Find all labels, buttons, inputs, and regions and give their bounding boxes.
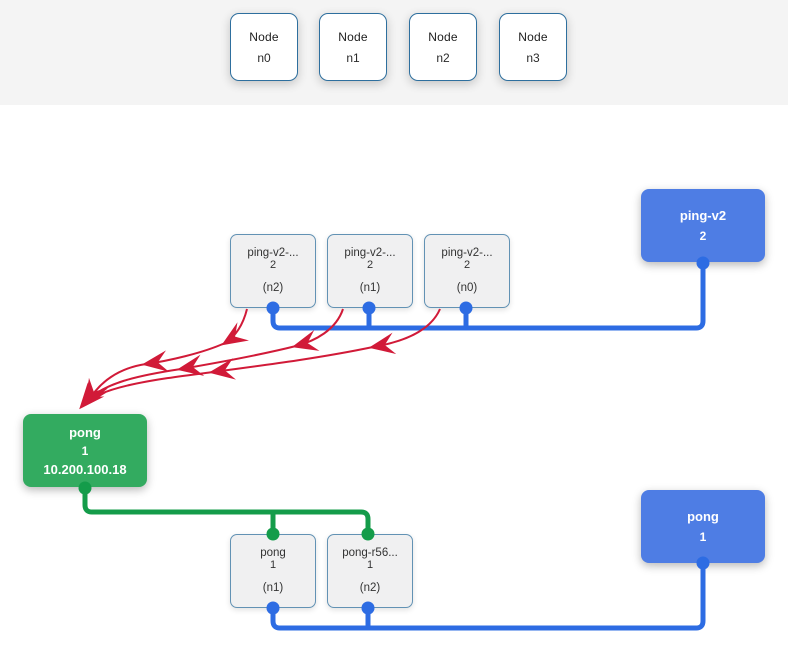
service-count: 1 <box>81 443 89 458</box>
node-type-label: Node <box>338 29 368 44</box>
deployment-name: ping-v2 <box>679 208 727 223</box>
pod-count: 2 <box>269 259 277 271</box>
pod-count: 1 <box>269 559 277 571</box>
node-type-label: Node <box>428 29 458 44</box>
pod-name: pong <box>260 547 286 559</box>
service-name: pong <box>69 424 101 440</box>
node-card-n0[interactable]: Node n0 <box>230 13 298 81</box>
deployment-replicas: 2 <box>699 229 707 243</box>
pong-service-to-pods-line <box>82 485 371 536</box>
ping-to-pong-traffic-arrows <box>79 308 441 410</box>
node-name-label: n3 <box>526 50 540 65</box>
pod-name: pong-r56... <box>342 547 398 559</box>
pod-name: ping-v2-... <box>344 247 396 259</box>
pod-node: (n2) <box>262 282 284 294</box>
deployment-ping-v2[interactable]: ping-v2 2 <box>641 189 765 262</box>
pod-node: (n1) <box>359 282 381 294</box>
deployment-pong[interactable]: pong 1 <box>641 490 765 563</box>
node-bar: Node n0 Node n1 Node n2 Node n3 <box>0 0 788 105</box>
pod-ping-v2-n2[interactable]: ping-v2-... 2 (n2) <box>230 234 316 308</box>
node-card-n1[interactable]: Node n1 <box>319 13 387 81</box>
pod-pong-n1[interactable]: pong 1 (n1) <box>230 534 316 608</box>
green-connector-dots <box>78 481 375 541</box>
node-type-label: Node <box>518 29 548 44</box>
pod-name: ping-v2-... <box>247 247 299 259</box>
node-card-n2[interactable]: Node n2 <box>409 13 477 81</box>
node-type-label: Node <box>249 29 279 44</box>
node-card-n3[interactable]: Node n3 <box>499 13 567 81</box>
pod-node: (n1) <box>262 582 284 594</box>
pod-count: 2 <box>463 259 471 271</box>
pod-ping-v2-n1[interactable]: ping-v2-... 2 (n1) <box>327 234 413 308</box>
node-name-label: n1 <box>346 50 360 65</box>
service-pong[interactable]: pong 1 10.200.100.18 <box>23 414 147 487</box>
deployment-replicas: 1 <box>699 530 707 544</box>
pod-pong-r56-n2[interactable]: pong-r56... 1 (n2) <box>327 534 413 608</box>
pod-ping-v2-n0[interactable]: ping-v2-... 2 (n0) <box>424 234 510 308</box>
service-ip: 10.200.100.18 <box>43 461 127 477</box>
node-name-label: n2 <box>436 50 450 65</box>
pod-node: (n2) <box>359 582 381 594</box>
pod-count: 1 <box>366 559 374 571</box>
pod-node: (n0) <box>456 282 478 294</box>
pod-name: ping-v2-... <box>441 247 493 259</box>
deployment-name: pong <box>687 509 719 524</box>
node-name-label: n0 <box>257 50 271 65</box>
pod-count: 2 <box>366 259 374 271</box>
